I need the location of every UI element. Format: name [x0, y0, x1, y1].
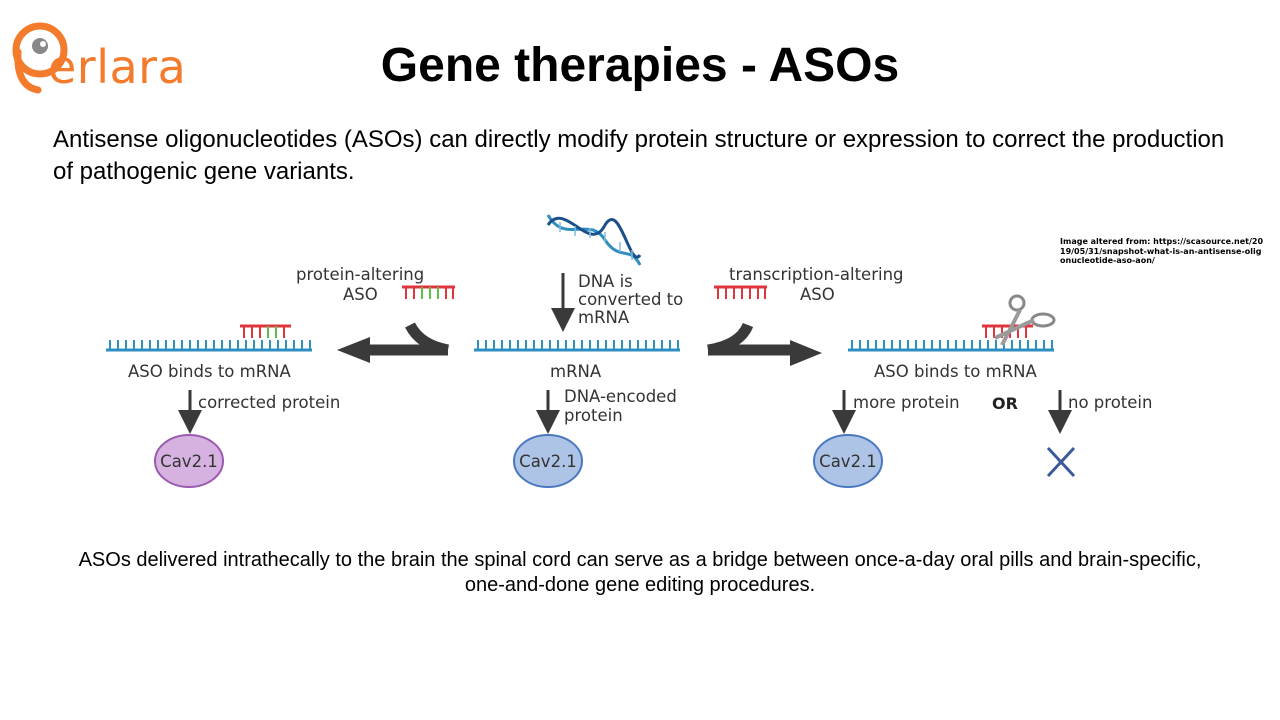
right-aso-label-2: ASO [800, 285, 835, 304]
right-more-label: more protein [853, 393, 960, 412]
center-protein-oval [513, 434, 583, 488]
right-binds-label: ASO binds to mRNA [874, 362, 1038, 381]
center-result-label-1: DNA-encoded [564, 387, 677, 406]
right-big-arrow [707, 322, 795, 356]
free-aso-right [714, 285, 767, 299]
dna-helix-icon [546, 214, 642, 266]
right-protein-label: Cav2.1 [819, 452, 877, 471]
dna-label-1: DNA is [578, 272, 633, 291]
mrna-strand-left [106, 340, 312, 352]
dna-label-2: converted to [578, 290, 683, 309]
left-aso-label-1: protein-altering [296, 265, 424, 284]
free-aso-left [402, 285, 455, 299]
aso-diagram: DNA is converted to mRNA [106, 214, 1152, 488]
left-arrowhead [337, 337, 370, 363]
dna-label-3: mRNA [578, 308, 630, 327]
logo-text: erlara [48, 40, 187, 94]
center-mrna-label: mRNA [550, 362, 602, 381]
left-protein-label: Cav2.1 [160, 452, 218, 471]
no-protein-x-icon [1046, 446, 1076, 478]
right-aso-label-1: transcription-altering [729, 265, 904, 284]
left-protein-oval [154, 434, 224, 488]
logo-mark-icon [12, 22, 68, 94]
center-result-label-2: protein [564, 406, 623, 425]
intro-text: Antisense oligonucleotides (ASOs) can di… [53, 126, 1225, 185]
mrna-strand-right [848, 340, 1054, 352]
bound-aso-left [240, 324, 291, 338]
right-none-label: no protein [1068, 393, 1152, 412]
center-protein-label: Cav2.1 [519, 452, 577, 471]
right-protein-oval [813, 434, 883, 488]
left-binds-label: ASO binds to mRNA [128, 362, 292, 381]
left-result-label: corrected protein [198, 393, 340, 412]
or-label: OR [992, 394, 1018, 413]
page-title: Gene therapies - ASOs [380, 39, 900, 92]
left-aso-label-2: ASO [343, 285, 378, 304]
scissors-icon [994, 294, 1056, 346]
image-credit: Image altered from: https://scasource.ne… [1060, 237, 1264, 265]
perlara-logo: erlara [10, 20, 225, 100]
right-arrowhead [790, 340, 822, 366]
left-big-arrow [365, 322, 450, 356]
bottom-text: ASOs delivered intrathecally to the brai… [78, 549, 1202, 596]
mrna-strand-center [474, 340, 680, 352]
